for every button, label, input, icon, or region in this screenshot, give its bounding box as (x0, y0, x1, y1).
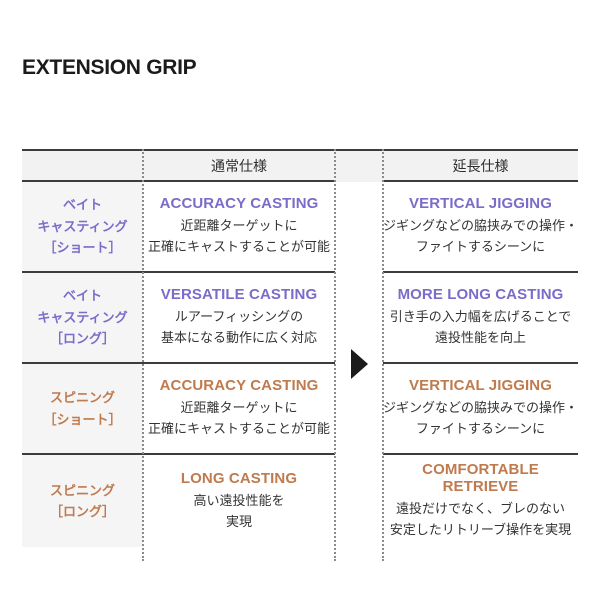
extended-spec-cell: VERTICAL JIGGING ジギングなどの脇挟みでの操作・ ファイトするシ… (383, 182, 578, 273)
spec-heading: LONG CASTING (180, 469, 298, 487)
page: EXTENSION GRIP 通常仕様 延長仕様 ベイト キャスティング ［ショ… (0, 57, 600, 600)
normal-spec-cell: VERSATILE CASTING ルアーフィッシングの 基本になる動作に広く対… (143, 273, 335, 364)
dotted-divider-extended-left (382, 149, 384, 561)
gap-cell (335, 455, 383, 547)
spec-description: ジギングなどの脇挟みでの操作・ ファイトするシーンに (383, 400, 579, 436)
row-label-text: ベイト キャスティング ［ロング］ (37, 288, 128, 347)
extended-spec-cell: COMFORTABLE RETRIEVE 遠投だけでなく、ブレのない 安定したリ… (383, 455, 578, 547)
header-normal-spec-label: 通常仕様 (211, 157, 267, 174)
spec-heading: ACCURACY CASTING (159, 377, 319, 395)
spec-description: 近距離ターゲットに 正確にキャストすることが可能 (147, 218, 330, 254)
comparison-table: 通常仕様 延長仕様 ベイト キャスティング ［ショート］ ACCURACY CA… (22, 149, 578, 561)
row-label-text: スピニング ［ロング］ (49, 482, 115, 519)
header-gap-cell (335, 149, 383, 182)
gap-cell (335, 364, 383, 455)
spec-description: 遠投だけでなく、ブレのない 安定したリトリーブ操作を実現 (389, 501, 572, 537)
extended-spec-cell: VERTICAL JIGGING ジギングなどの脇挟みでの操作・ ファイトするシ… (383, 364, 578, 455)
header-extended-spec: 延長仕様 (383, 149, 578, 182)
spec-description: 高い遠投性能を 実現 (193, 492, 285, 529)
row-label-spinning-short: スピニング ［ショート］ (22, 364, 143, 455)
spec-heading: VERSATILE CASTING (160, 286, 318, 304)
gap-cell (335, 182, 383, 273)
row-label-bait-casting-short: ベイト キャスティング ［ショート］ (22, 182, 143, 273)
normal-spec-cell: LONG CASTING 高い遠投性能を 実現 (143, 455, 335, 547)
gap-cell (335, 273, 383, 364)
header-normal-spec: 通常仕様 (143, 149, 335, 182)
row-label-text: スピニング ［ショート］ (43, 390, 122, 427)
spec-description: ジギングなどの脇挟みでの操作・ ファイトするシーンに (383, 218, 579, 254)
spec-heading: ACCURACY CASTING (159, 195, 319, 213)
header-extended-spec-label: 延長仕様 (452, 157, 509, 174)
row-label-bait-casting-long: ベイト キャスティング ［ロング］ (22, 273, 143, 364)
spec-heading: MORE LONG CASTING (397, 286, 564, 304)
normal-spec-cell: ACCURACY CASTING 近距離ターゲットに 正確にキャストすることが可… (143, 364, 335, 455)
normal-spec-cell: ACCURACY CASTING 近距離ターゲットに 正確にキャストすることが可… (143, 182, 335, 273)
spec-description: 近距離ターゲットに 正確にキャストすることが可能 (147, 400, 330, 436)
dotted-divider-normal-right (334, 149, 336, 561)
extended-spec-cell: MORE LONG CASTING 引き手の入力幅を広げることで 遠投性能を向上 (383, 273, 578, 364)
arrow-right-icon (351, 349, 368, 379)
header-empty-cell (22, 149, 143, 182)
spec-heading: VERTICAL JIGGING (408, 195, 552, 213)
spec-heading: COMFORTABLE RETRIEVE (422, 461, 539, 496)
row-label-spinning-long: スピニング ［ロング］ (22, 455, 143, 547)
spec-description: 引き手の入力幅を広げることで 遠投性能を向上 (389, 309, 572, 345)
dotted-divider-label (142, 149, 144, 561)
row-label-text: ベイト キャスティング ［ショート］ (37, 197, 128, 256)
page-title: EXTENSION GRIP (22, 56, 197, 79)
spec-description: ルアーフィッシングの 基本になる動作に広く対応 (160, 309, 317, 345)
spec-heading: VERTICAL JIGGING (408, 377, 552, 395)
